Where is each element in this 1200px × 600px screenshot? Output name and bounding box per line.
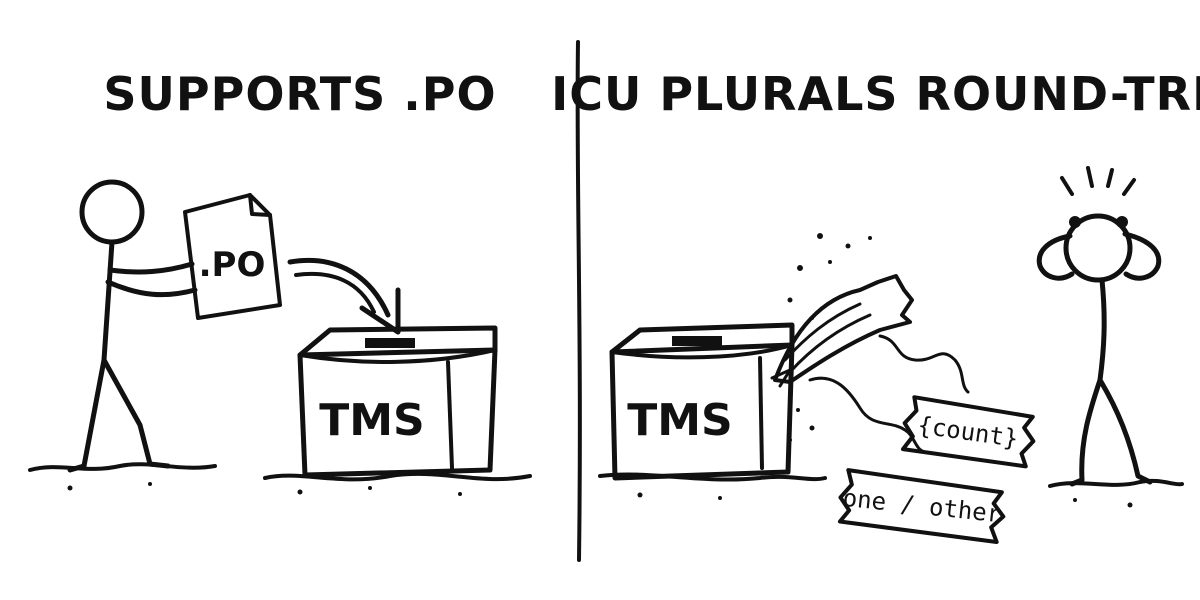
right-ground-dots [637,492,1133,508]
right-panel: ICU PLURALS ROUND-TRIP TMS [551,67,1200,544]
right-tms-label: TMS [627,395,733,446]
po-document: .PO [183,193,282,320]
count-tag: {count} [900,395,1036,469]
left-ground-line [28,462,217,472]
squiggle-to-count-tag [878,334,970,394]
squiggle-to-plural-tag [808,376,927,454]
left-stick-figure [67,179,198,473]
left-panel-title: SUPPORTS .PO [103,67,496,121]
left-tms-box: TMS [297,325,498,478]
panic-lines-icon [1060,166,1136,196]
right-box-slot [672,336,722,346]
arrow-to-tms-icon [287,257,401,335]
count-tag-label: {count} [916,411,1020,453]
right-panel-title: ICU PLURALS ROUND-TRIP [551,67,1200,121]
plural-tag: one / other [837,468,1006,544]
burst-particles [787,233,872,442]
torn-paper-burst-icon [770,233,914,442]
left-box-ground-line [263,471,532,482]
left-box-slot [365,338,415,348]
po-document-label: .PO [199,245,266,285]
right-stick-figure [1036,166,1162,487]
left-tms-label: TMS [319,395,425,446]
left-panel: SUPPORTS .PO .PO [28,67,532,496]
left-ground-dots [67,482,462,496]
panel-divider [575,40,582,562]
right-tms-box: TMS [609,322,795,481]
